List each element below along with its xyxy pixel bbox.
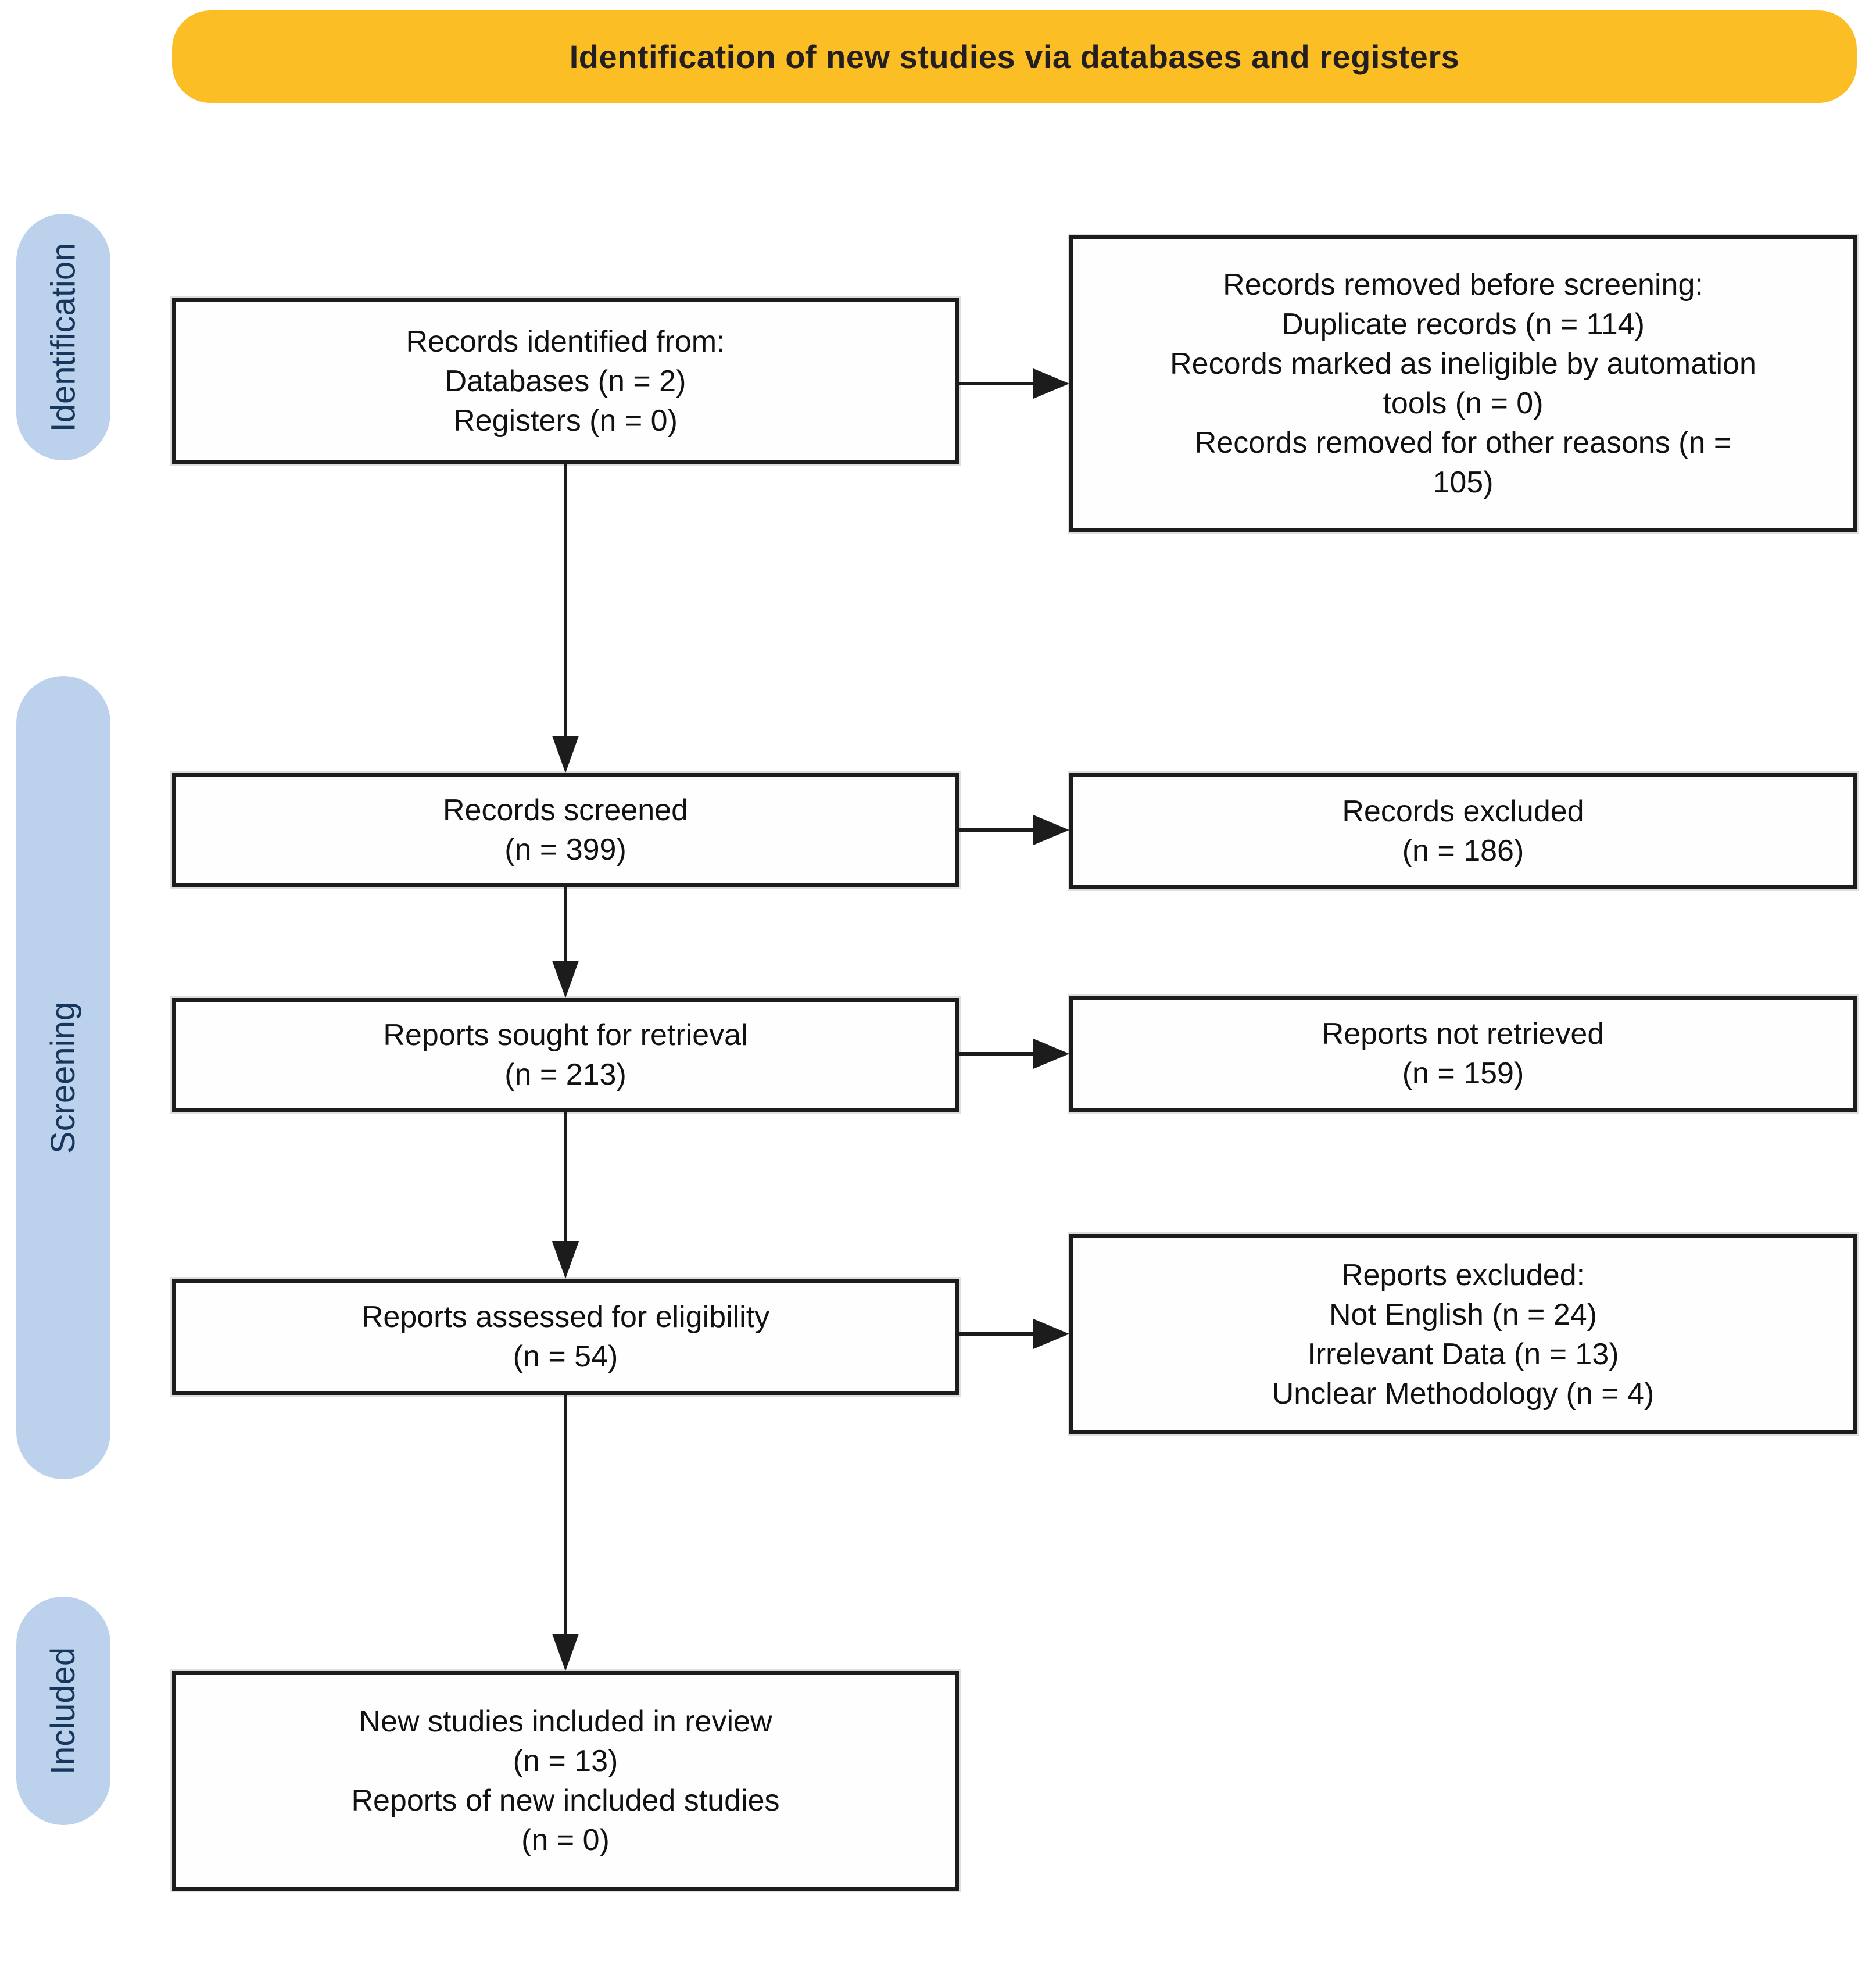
box-reports-assessed-line: (n = 54) <box>513 1340 618 1373</box>
box-new-studies-included-line: (n = 13) <box>513 1744 618 1778</box>
arrow-assessed-to-included <box>564 1395 567 1636</box>
arrowhead-down-icon <box>552 961 579 998</box>
box-records-screened-line: Records screened <box>443 793 688 827</box>
arrow-assessed-to-reports-excluded <box>959 1332 1036 1336</box>
box-reports-assessed: Reports assessed for eligibility (n = 54… <box>172 1279 959 1395</box>
box-reports-sought: Reports sought for retrieval (n = 213) <box>172 998 959 1112</box>
arrow-sought-to-assessed <box>564 1112 567 1243</box>
stage-label-screening: Screening <box>44 1001 83 1154</box>
box-reports-not-retrieved-line: (n = 159) <box>1402 1057 1524 1090</box>
stage-label-identification: Identification <box>44 242 83 432</box>
arrowhead-right-icon <box>1033 1039 1069 1069</box>
stage-pill-included: Included <box>16 1597 110 1825</box>
box-reports-excluded-line: Irrelevant Data (n = 13) <box>1307 1337 1619 1371</box>
box-new-studies-included-line: New studies included in review <box>359 1705 772 1738</box>
arrowhead-down-icon <box>552 1634 579 1671</box>
box-records-identified-line: Registers (n = 0) <box>453 403 678 438</box>
box-reports-sought-line: Reports sought for retrieval <box>383 1018 748 1052</box>
box-reports-not-retrieved-line: Reports not retrieved <box>1322 1017 1605 1051</box>
box-new-studies-included-line: Reports of new included studies <box>351 1784 780 1817</box>
box-records-removed-before-screening: Records removed before screening: Duplic… <box>1069 235 1857 532</box>
arrowhead-right-icon <box>1033 815 1069 845</box>
arrow-sought-to-not-retrieved <box>959 1052 1036 1056</box>
box-reports-assessed-line: Reports assessed for eligibility <box>361 1300 770 1334</box>
box-records-screened-line: (n = 399) <box>504 833 626 867</box>
box-reports-sought-line: (n = 213) <box>504 1058 626 1092</box>
box-reports-not-retrieved: Reports not retrieved (n = 159) <box>1069 996 1857 1112</box>
box-records-identified-line: Databases (n = 2) <box>445 364 686 398</box>
box-new-studies-included-line: (n = 0) <box>521 1823 610 1857</box>
box-records-removed-line: 105) <box>1433 466 1494 499</box>
banner-title: Identification of new studies via databa… <box>569 38 1460 75</box>
box-records-removed-line: Records marked as ineligible by automati… <box>1170 347 1756 381</box>
box-reports-excluded-line: Reports excluded: <box>1341 1258 1585 1292</box>
arrow-screened-to-excluded <box>959 828 1036 832</box>
arrow-identified-to-screened <box>564 464 567 739</box>
stage-pill-identification: Identification <box>16 214 110 460</box>
arrow-identified-to-removed <box>959 382 1036 385</box>
box-records-removed-line: tools (n = 0) <box>1383 387 1544 420</box>
box-records-removed-line: Records removed before screening: <box>1223 268 1703 302</box>
box-records-excluded-line: Records excluded <box>1342 795 1584 828</box>
box-new-studies-included: New studies included in review (n = 13) … <box>172 1671 959 1891</box>
box-records-removed-line: Duplicate records (n = 114) <box>1281 307 1645 341</box>
arrowhead-right-icon <box>1033 1319 1069 1349</box>
box-records-excluded-line: (n = 186) <box>1402 834 1524 868</box>
box-records-identified: Records identified from: Databases (n = … <box>172 298 959 464</box>
arrowhead-down-icon <box>552 1241 579 1279</box>
box-records-excluded: Records excluded (n = 186) <box>1069 773 1857 889</box>
box-reports-excluded-line: Unclear Methodology (n = 4) <box>1272 1376 1655 1411</box>
arrowhead-right-icon <box>1033 368 1069 399</box>
box-reports-excluded-line: Not English (n = 24) <box>1329 1297 1598 1332</box>
box-records-screened: Records screened (n = 399) <box>172 773 959 887</box>
box-records-removed-line: Records removed for other reasons (n = <box>1194 426 1732 460</box>
stage-pill-screening: Screening <box>16 676 110 1479</box>
arrowhead-down-icon <box>552 736 579 773</box>
stage-label-included: Included <box>44 1647 83 1775</box>
banner-identification-of-new-studies: Identification of new studies via databa… <box>172 10 1857 103</box>
box-records-identified-line: Records identified from: <box>406 324 725 359</box>
arrow-screened-to-sought <box>564 887 567 963</box>
box-reports-excluded: Reports excluded: Not English (n = 24) I… <box>1069 1234 1857 1434</box>
